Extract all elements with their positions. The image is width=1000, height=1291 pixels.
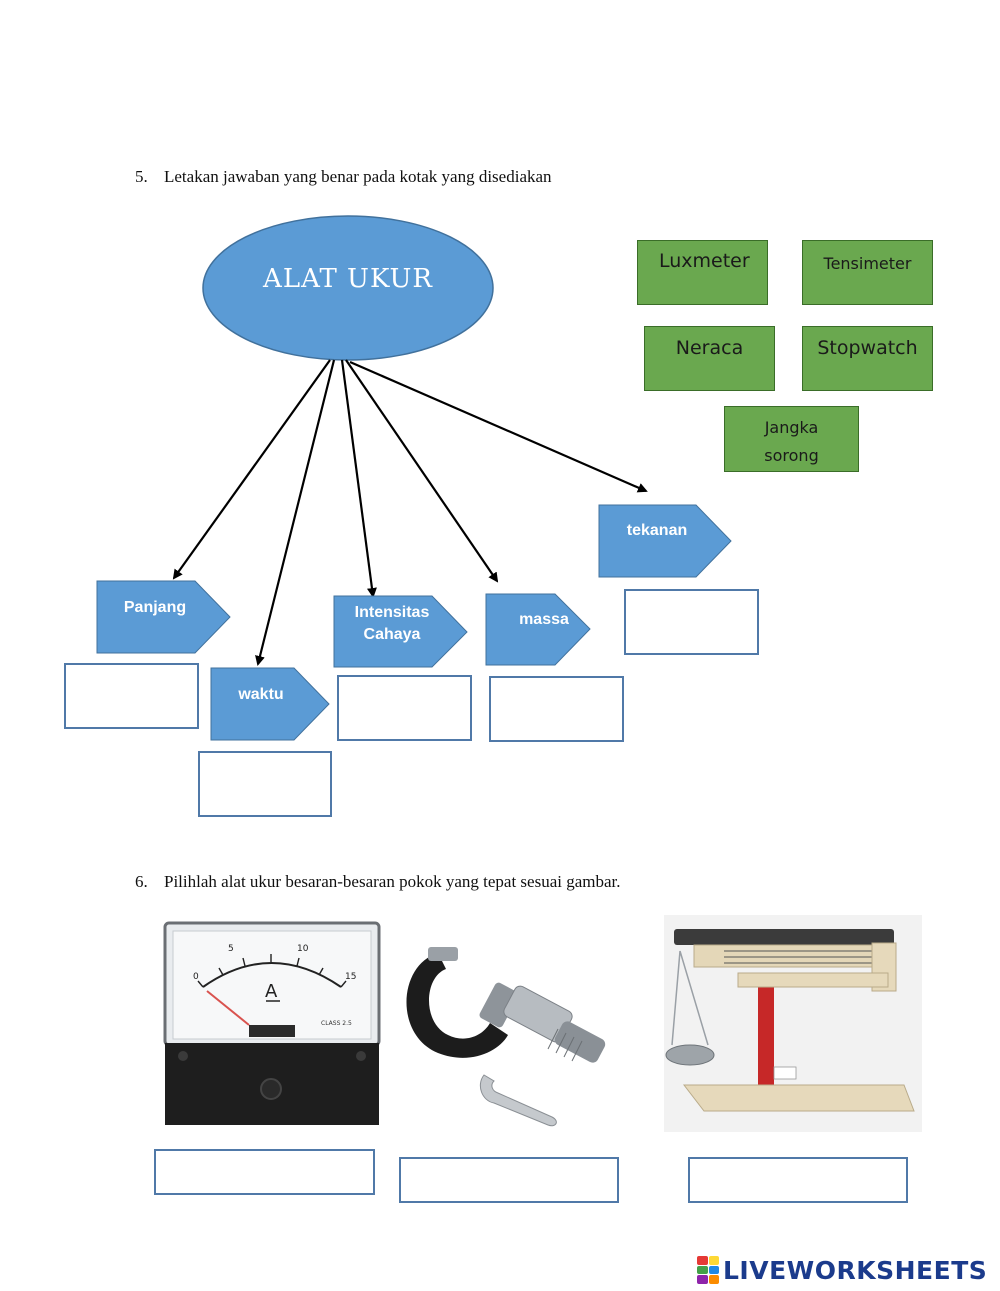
answer-box-massa[interactable] xyxy=(489,676,624,742)
option-label: Tensimeter xyxy=(823,254,912,273)
option-label: Luxmeter xyxy=(659,250,750,272)
quantity-label-panjang: Panjang xyxy=(123,599,187,616)
option-label-line-2: sorong xyxy=(764,446,819,465)
concept-map xyxy=(96,215,732,741)
answer-box-image-1[interactable] xyxy=(154,1149,375,1195)
dial-number: 15 xyxy=(345,972,356,982)
dial-number: 10 xyxy=(297,944,309,954)
answer-box-tekanan[interactable] xyxy=(624,589,759,655)
quantity-label-intensitas: Intensitas Cahaya xyxy=(334,602,450,646)
liveworksheets-logo: LIVEWORKSHEETS xyxy=(697,1254,987,1286)
quantity-label-tekanan: tekanan xyxy=(626,522,688,539)
option-label: Neraca xyxy=(675,337,744,359)
question-text: Letakan jawaban yang benar pada kotak ya… xyxy=(164,167,552,186)
micrometer-screw-gauge-image xyxy=(398,925,620,1135)
center-ellipse xyxy=(202,215,494,361)
ammeter-image: 0 5 10 15 A CLASS 2.5 xyxy=(163,921,381,1128)
tekanan-arrow-shape xyxy=(598,504,732,578)
option-neraca[interactable]: Neraca xyxy=(644,326,775,391)
connector-arrow xyxy=(345,359,499,583)
quantity-label-line-1: Intensitas xyxy=(354,604,430,621)
answer-box-panjang[interactable] xyxy=(64,663,199,729)
question-number: 6. xyxy=(135,872,148,891)
connector-arrow xyxy=(340,359,377,598)
meter-class: CLASS 2.5 xyxy=(321,1020,352,1027)
question-number: 5. xyxy=(135,167,148,186)
connector-arrow xyxy=(255,359,336,666)
option-tensimeter[interactable]: Tensimeter xyxy=(802,240,933,305)
massa-arrow-shape xyxy=(485,593,591,666)
intensitas-arrow-shape xyxy=(333,595,468,668)
quantity-label-waktu: waktu xyxy=(238,686,284,703)
answer-box-waktu[interactable] xyxy=(198,751,332,817)
ammeter-unit: A xyxy=(265,981,278,1002)
answer-box-intensitas-cahaya[interactable] xyxy=(337,675,472,741)
waktu-arrow-shape xyxy=(210,667,330,741)
connector-arrow xyxy=(349,360,648,493)
answer-box-image-3[interactable] xyxy=(688,1157,908,1203)
dial-number: 5 xyxy=(228,944,234,954)
option-luxmeter[interactable]: Luxmeter xyxy=(637,240,768,305)
option-stopwatch[interactable]: Stopwatch xyxy=(802,326,933,391)
dial-number: 0 xyxy=(193,972,199,982)
panjang-arrow-shape xyxy=(96,580,231,654)
triple-beam-balance-image xyxy=(664,915,922,1132)
option-jangka-sorong[interactable]: Jangka sorong xyxy=(724,406,859,472)
logo-text: LIVEWORKSHEETS xyxy=(723,1255,988,1285)
liveworksheets-logo-icon xyxy=(697,1256,719,1284)
question-text: Pilihlah alat ukur besaran-besaran pokok… xyxy=(164,872,621,891)
connector-arrow xyxy=(172,359,331,580)
answer-box-image-2[interactable] xyxy=(399,1157,619,1203)
center-label: ALAT UKUR xyxy=(263,264,433,294)
quantity-label-massa: massa xyxy=(519,611,569,628)
quantity-label-line-2: Cahaya xyxy=(363,626,421,643)
option-label-line-1: Jangka xyxy=(764,418,819,437)
question-6: 6. Pilihlah alat ukur besaran-besaran po… xyxy=(135,872,775,896)
option-label: Stopwatch xyxy=(817,337,918,359)
question-5: 5. Letakan jawaban yang benar pada kotak… xyxy=(135,167,735,191)
